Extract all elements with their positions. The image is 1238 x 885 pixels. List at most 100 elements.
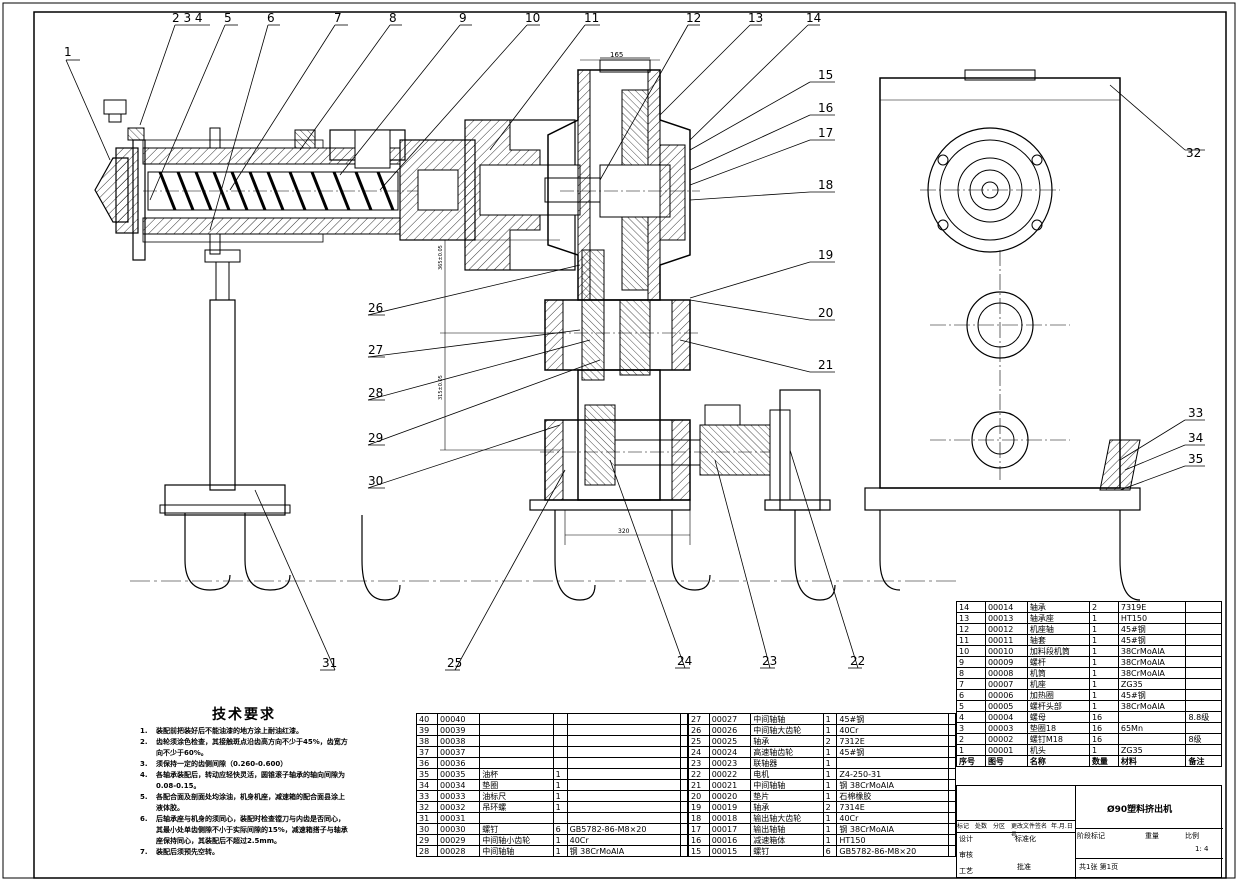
bom-cell: [1185, 612, 1222, 624]
callout-22: 22: [850, 654, 865, 668]
bom-cell: 38CrMoAlA: [1117, 645, 1187, 657]
bom-cell: 7312E: [836, 735, 950, 747]
bom-cell: [680, 823, 688, 835]
bom-cell: 37: [415, 746, 439, 758]
tech-req-item: 2.齿轮须涂色检查，其接触斑点沿齿高方向不少于45%，齿宽方向不少于60%。: [140, 738, 348, 757]
bom-cell: [1117, 733, 1187, 745]
callout-16: 16: [818, 101, 833, 115]
bom-cell: ZG35: [1117, 744, 1187, 756]
bom-cell: 9: [956, 656, 986, 668]
dim-165: 165: [610, 51, 623, 59]
bom-cell: 螺母: [1026, 711, 1090, 723]
bom-cell: 1: [822, 746, 838, 758]
bom-cell: [552, 746, 568, 758]
bom-cell: 11: [956, 634, 986, 646]
bom-cell: 8级: [1185, 733, 1222, 745]
bom-cell: [948, 812, 956, 824]
callout-13: 13: [748, 11, 763, 25]
bom-cell: 27: [688, 713, 710, 725]
bom-cell: 6: [822, 845, 838, 857]
bom-header-cell: 数量: [1088, 755, 1119, 767]
bom-cell: 00029: [437, 834, 481, 846]
bom-cell: 2: [822, 801, 838, 813]
bom-cell: [836, 757, 950, 769]
bom-cell: 00013: [984, 612, 1028, 624]
bom-cell: 1: [822, 812, 838, 824]
bom-cell: 00008: [984, 667, 1028, 679]
bom-cell: 输出轴轴: [750, 823, 824, 835]
bom-cell: 00020: [708, 790, 752, 802]
bom-cell: 1: [822, 713, 838, 725]
bom-cell: 螺钉: [479, 823, 554, 835]
bom-cell: [680, 834, 688, 846]
bom-cell: 38: [415, 735, 439, 747]
bom-cell: 螺钉: [750, 845, 824, 857]
bom-cell: 30: [415, 823, 439, 835]
bom-cell: 00040: [437, 713, 481, 725]
bom-cell: [1117, 711, 1187, 723]
bom-cell: 7319E: [1117, 601, 1187, 613]
bom-cell: 00012: [984, 623, 1028, 635]
callout-24: 24: [677, 654, 692, 668]
bom-cell: 1: [552, 845, 568, 857]
bom-cell: [1185, 634, 1222, 646]
bom-cell: [566, 757, 682, 769]
bom-cell: 1: [822, 779, 838, 791]
bom-cell: 垫圈18: [1026, 722, 1090, 734]
bom-cell: 00023: [708, 757, 752, 769]
bom-cell: 7314E: [836, 801, 950, 813]
bom-cell: [1185, 678, 1222, 690]
bom-cell: [680, 779, 688, 791]
bom-cell: 16: [688, 834, 710, 846]
bom-cell: 1: [552, 834, 568, 846]
bom-cell: 38CrMoAlA: [1117, 700, 1187, 712]
callout-17: 17: [818, 126, 833, 140]
bom-cell: [479, 713, 554, 725]
bom-cell: 16: [1088, 733, 1119, 745]
tech-req-item: 1.装配前把装好后不能油漆的地方涂上耐油红漆。: [140, 727, 303, 735]
bom-cell: 00009: [984, 656, 1028, 668]
bom-cell: [680, 812, 688, 824]
callout-35: 35: [1188, 452, 1203, 466]
bom-cell: 45#钢: [1117, 689, 1187, 701]
bom-cell: HT150: [1117, 612, 1187, 624]
bom-cell: 00032: [437, 801, 481, 813]
callout-25: 25: [447, 656, 462, 670]
bom-cell: 00031: [437, 812, 481, 824]
bom-cell: 19: [688, 801, 710, 813]
callout-34: 34: [1188, 431, 1203, 445]
drawing-name: Ø90塑料挤出机: [1107, 805, 1173, 815]
bom-cell: [552, 812, 568, 824]
bom-cell: 00027: [708, 713, 752, 725]
bom-cell: [1185, 645, 1222, 657]
bom-cell: 15: [688, 845, 710, 857]
bom-cell: 16: [1088, 711, 1119, 723]
bom-cell: [1185, 601, 1222, 613]
bom-cell: 10: [956, 645, 986, 657]
callout-27: 27: [368, 343, 383, 357]
bom-cell: 00037: [437, 746, 481, 758]
callout-7: 7: [334, 11, 342, 25]
bom-cell: 螺杆: [1026, 656, 1090, 668]
callout-14: 14: [806, 11, 821, 25]
